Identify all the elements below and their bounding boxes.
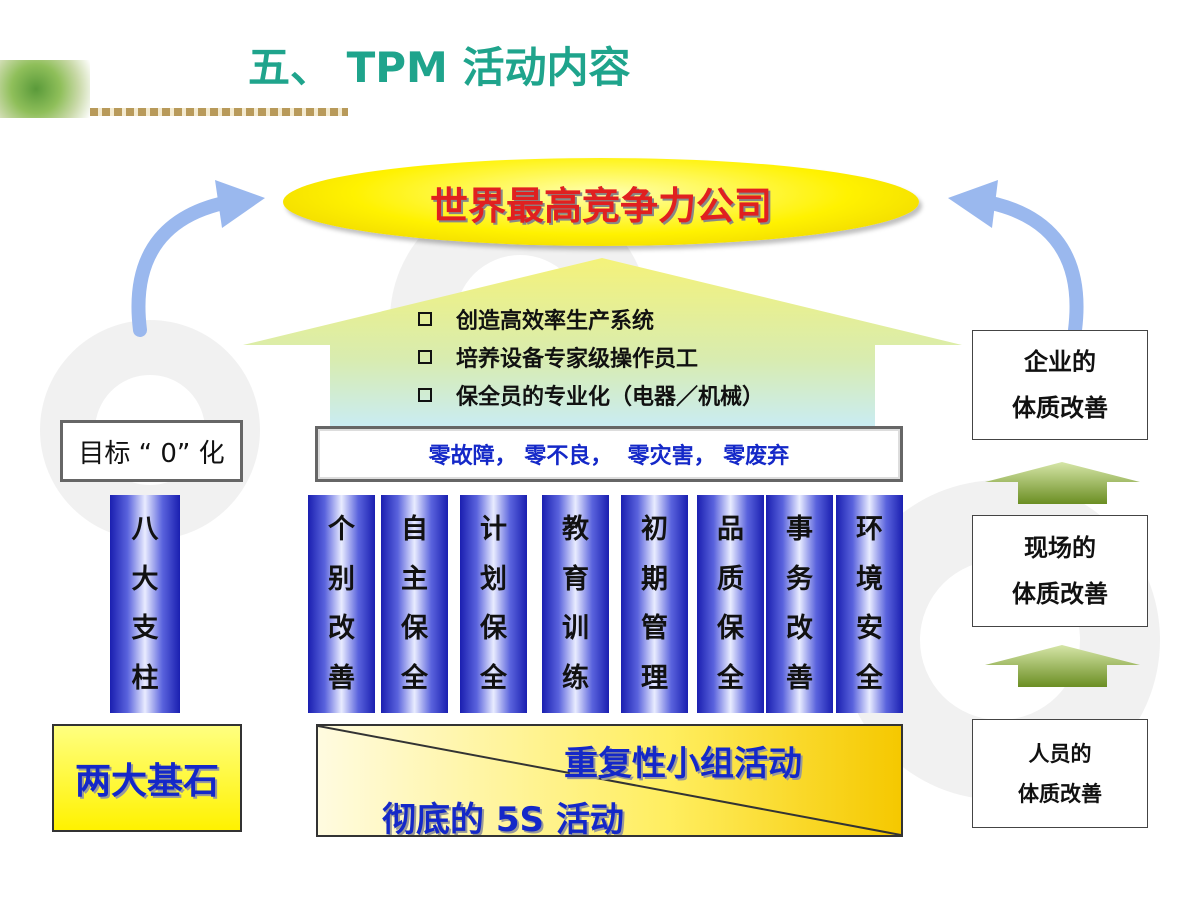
two-foundations-box: 两大基石: [52, 724, 242, 832]
right-arc-arrow-shaft: [968, 193, 1084, 337]
eight-pillars-label-column: 八 大 支 柱: [110, 495, 180, 713]
pillar-quality-maintenance: 品质保全: [697, 495, 764, 713]
pillar-early-management: 初期管理: [621, 495, 688, 713]
bullet-item: 保全员的专业化（电器／机械）: [418, 376, 764, 414]
bullet-item: 创造高效率生产系统: [418, 300, 764, 338]
foundation-diagonal-line: [318, 726, 901, 835]
target-zero-label: 目标 “ 0” 化: [78, 438, 225, 469]
bullet-item: 培养设备专家级操作员工: [418, 338, 764, 376]
goal-text: 世界最高竞争力公司: [429, 183, 772, 228]
pillar-education-training: 教育训练: [542, 495, 609, 713]
pillar-planned-maintenance: 计划保全: [460, 495, 527, 713]
left-arc-arrow-shaft: [131, 193, 247, 337]
header-logo-decoration: [0, 60, 90, 118]
site-improvement-box: 现场的 体质改善: [972, 515, 1148, 627]
target-zero-box: 目标 “ 0” 化: [60, 420, 243, 482]
personnel-improvement-box: 人员的 体质改善: [972, 719, 1148, 828]
right-arc-arrow-head: [948, 180, 998, 228]
pillar-office-improvement: 事务改善: [766, 495, 833, 713]
goal-ellipse: 世界最高竞争力公司: [283, 158, 919, 246]
checkbox-square-icon: [418, 312, 432, 326]
pillar-autonomous-maintenance: 自主保全: [381, 495, 448, 713]
pillar-environment-safety: 环境安全: [836, 495, 903, 713]
pillar-individual-improvement: 个别改善: [308, 495, 375, 713]
right-up-arrow-2: [985, 645, 1140, 687]
zero-goals-bar: 零故障， 零不良， 零灾害， 零废弃: [315, 426, 903, 482]
enterprise-improvement-box: 企业的 体质改善: [972, 330, 1148, 440]
five-s-activity-label: 彻底的 5S 活动: [382, 800, 624, 837]
page-title: 五、 TPM 活动内容: [248, 43, 631, 92]
checkbox-square-icon: [418, 350, 432, 364]
right-up-arrow-1: [985, 462, 1140, 504]
header-dotted-rule: [90, 108, 348, 116]
team-activity-label: 重复性小组活动: [564, 744, 802, 784]
arrow-bullet-list: 创造高效率生产系统 培养设备专家级操作员工 保全员的专业化（电器／机械）: [418, 300, 764, 414]
two-foundations-label: 两大基石: [74, 761, 219, 802]
left-arc-arrow-head: [215, 180, 265, 228]
foundation-activities-box: 重复性小组活动 彻底的 5S 活动: [316, 724, 903, 837]
checkbox-square-icon: [418, 388, 432, 402]
zero-goals-text: 零故障， 零不良， 零灾害， 零废弃: [428, 444, 790, 469]
